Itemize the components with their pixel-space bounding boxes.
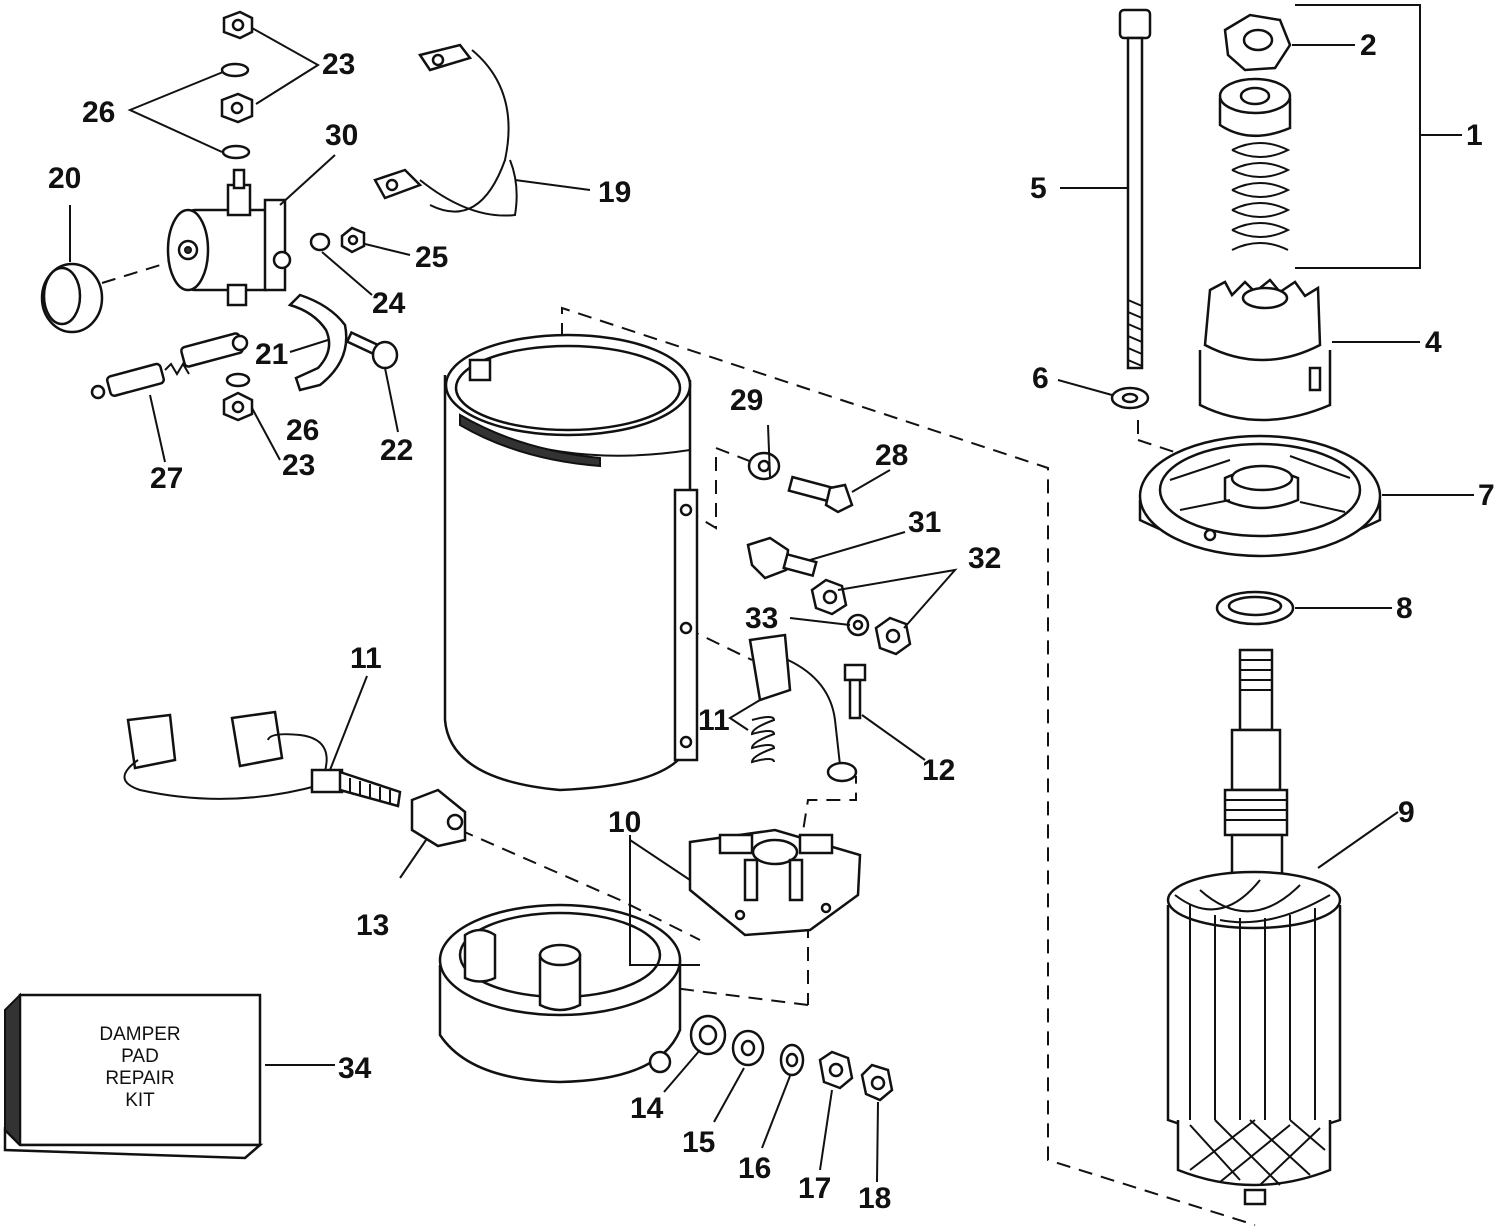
cable-19	[373, 43, 518, 217]
callout-15: 15	[682, 1126, 715, 1159]
callout-28: 28	[875, 439, 908, 472]
callout-20: 20	[48, 162, 81, 195]
callout-10: 10	[608, 806, 641, 839]
callout-22: 22	[380, 434, 413, 467]
callout-2: 2	[1360, 29, 1377, 62]
end-hardware	[689, 1014, 894, 1102]
brush-lead-13	[123, 710, 467, 848]
end-cap	[438, 903, 682, 1084]
callout-21: 21	[255, 338, 288, 371]
terminal-hardware	[746, 451, 912, 656]
callout-24: 24	[372, 287, 406, 320]
brush-holder-10	[688, 828, 862, 937]
kit-line-2: PAD	[121, 1046, 159, 1067]
callout-labels: 1 2 4 5 6 7 8 9 10 11 11 12 13 14 15 16 …	[48, 29, 1495, 1215]
kit-line-4: KIT	[125, 1090, 155, 1111]
field-frame-housing	[443, 333, 699, 792]
brush-spring-12	[748, 633, 867, 783]
kit-line-1: DAMPER	[99, 1024, 180, 1045]
callout-25: 25	[415, 241, 448, 274]
callout-11-left: 11	[350, 642, 382, 675]
callout-14: 14	[630, 1092, 664, 1125]
drive-armature-assembly	[1110, 8, 1382, 1206]
callout-8: 8	[1396, 592, 1413, 625]
callout-11-right: 11	[698, 704, 730, 737]
callout-26-bottom: 26	[286, 414, 319, 447]
callout-1: 1	[1466, 119, 1483, 152]
callout-6: 6	[1032, 362, 1049, 395]
callout-13: 13	[356, 909, 389, 942]
callout-26-top: 26	[82, 96, 115, 129]
callout-33: 33	[745, 602, 778, 635]
callout-5: 5	[1030, 172, 1047, 205]
callout-29: 29	[730, 384, 763, 417]
callout-9: 9	[1398, 796, 1415, 829]
callout-30: 30	[325, 119, 358, 152]
callout-17: 17	[798, 1172, 831, 1205]
kit-box-text: DAMPER PAD REPAIR KIT	[99, 1024, 180, 1111]
callout-32: 32	[968, 542, 1001, 575]
kit-box-34	[3, 992, 264, 1160]
callout-34: 34	[338, 1052, 372, 1085]
callout-7: 7	[1478, 479, 1495, 512]
callout-23-top: 23	[322, 48, 355, 81]
callout-23-bottom: 23	[282, 449, 315, 482]
callout-27: 27	[150, 462, 183, 495]
kit-line-3: REPAIR	[105, 1068, 174, 1089]
solenoid-assembly	[40, 10, 399, 422]
callout-19: 19	[598, 176, 631, 209]
callout-31: 31	[908, 506, 941, 539]
leader-lines	[69, 4, 1474, 1183]
callout-18: 18	[858, 1182, 891, 1215]
callout-16: 16	[738, 1152, 771, 1185]
callout-4: 4	[1425, 326, 1442, 359]
callout-12: 12	[922, 754, 955, 787]
